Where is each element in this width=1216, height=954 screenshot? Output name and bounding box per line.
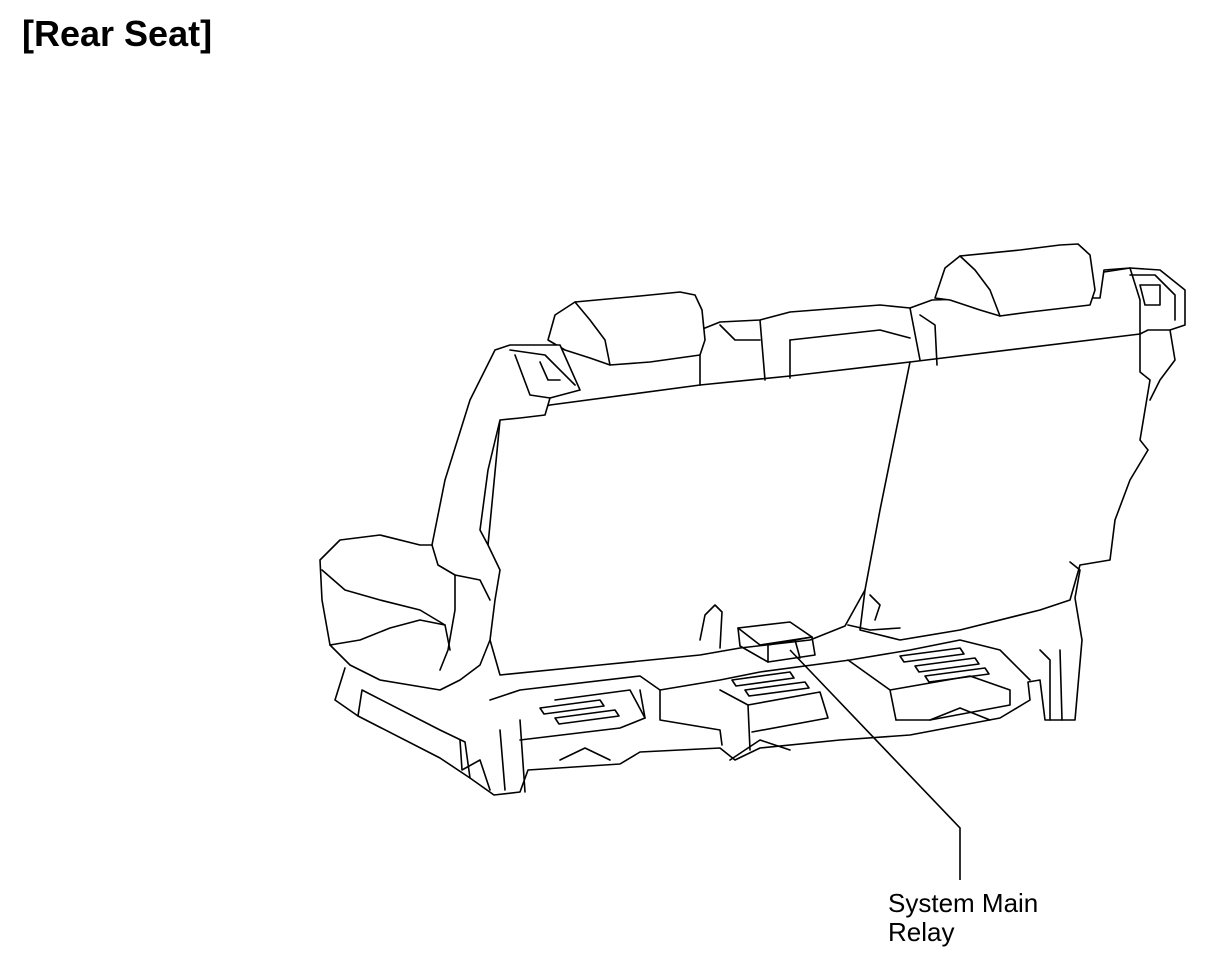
system-main-relay-label: System Main Relay [888, 889, 1038, 947]
seat-back-details [699, 594, 901, 649]
seat-base-frame [334, 561, 1083, 796]
page-title: [Rear Seat] [22, 13, 213, 54]
cushion-slots [539, 647, 990, 725]
right-side-bracket [1103, 267, 1186, 401]
callout-line-2: Relay [888, 917, 955, 947]
system-main-relay-box [737, 621, 816, 663]
left-headrest [547, 291, 706, 366]
right-headrest [934, 243, 1096, 317]
callout-line-1: System Main [888, 888, 1039, 918]
left-armrest [319, 344, 581, 691]
callout-leader-line [789, 649, 961, 880]
